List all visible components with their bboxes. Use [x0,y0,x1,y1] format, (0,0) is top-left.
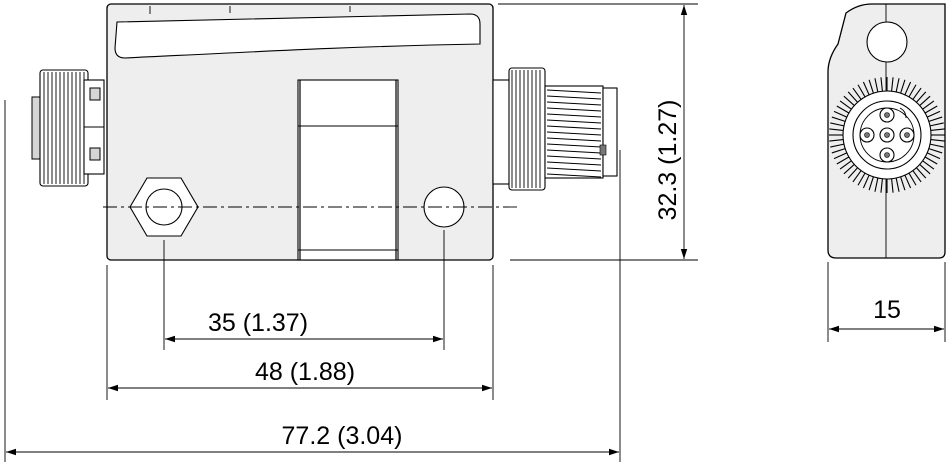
side-mounting-hole [866,21,908,63]
dimension-height: 32.3 (1.27) [654,100,682,221]
side-connector-face [829,77,945,193]
housing-body [106,3,494,261]
extension-lines [4,3,698,462]
dimension-side-width: 15 [873,296,901,324]
dimension-body-length: 48 (1.88) [255,358,355,386]
dimension-hole-spacing: 35 (1.37) [208,309,308,337]
dimension-overall-length: 77.2 (3.04) [282,422,403,450]
right-connector [492,67,618,191]
side-view: 15 [827,3,946,342]
dimension-lines [6,5,688,456]
front-view: 35 (1.37) 48 (1.88) 77.2 (3.04) 32.3 (1.… [4,3,698,462]
left-connector [31,69,105,187]
